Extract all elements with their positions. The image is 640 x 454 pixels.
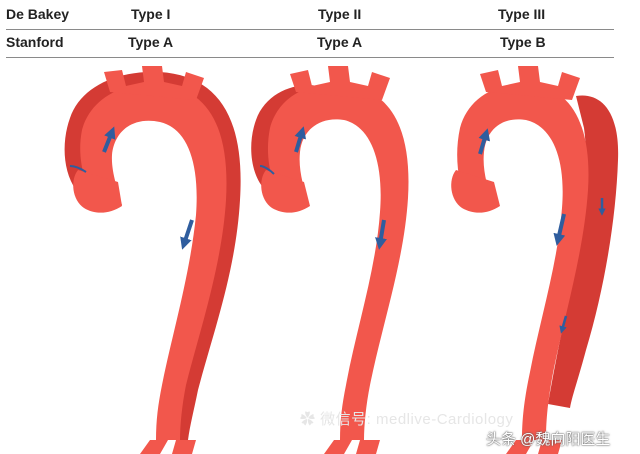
flow-arrow-root-2: [259, 165, 275, 175]
flow-arrow-down-2: [375, 219, 387, 250]
aorta-type-2: [251, 66, 409, 454]
aorta-lumen-1: [80, 83, 227, 440]
header-divider-2: [6, 57, 614, 58]
flow-arrow-false-lumen-3b: [559, 315, 568, 334]
false-lumen-1: [64, 71, 241, 440]
aorta-lumen-3: [457, 83, 589, 440]
flow-arrow-down-1: [180, 219, 194, 250]
flow-arrow-up-3: [478, 128, 491, 155]
debakey-type-1: Type I: [131, 6, 171, 22]
debakey-label: De Bakey: [6, 6, 70, 22]
aortic-root-3: [451, 170, 500, 213]
stanford-label: Stanford: [6, 34, 64, 50]
debakey-type-2: Type II: [318, 6, 362, 22]
aorta-type-1: [64, 66, 241, 454]
branch-vessels-2: [290, 66, 390, 100]
aortic-root-2: [261, 170, 310, 213]
flow-arrow-root-1: [69, 165, 87, 173]
flow-arrow-up-2: [294, 126, 307, 153]
wechat-watermark: ✿ 微信号: medlive-Cardiology: [300, 411, 514, 428]
stanford-type-b: Type B: [500, 34, 546, 50]
wechat-icon: ✿: [300, 411, 321, 428]
aortic-root-1: [73, 170, 122, 213]
flow-arrow-down-3: [553, 213, 566, 246]
stanford-type-a-2: Type A: [317, 34, 363, 50]
iliac-branch-1: [140, 440, 196, 454]
iliac-branch-2: [324, 440, 380, 454]
stanford-type-a-1: Type A: [128, 34, 174, 50]
flow-arrow-up-1: [102, 126, 116, 153]
iliac-branch-3: [506, 440, 562, 454]
debakey-type-3: Type III: [498, 6, 546, 22]
aorta-type-3: [451, 66, 619, 454]
branch-vessels-3: [480, 66, 580, 100]
header-divider-1: [6, 29, 614, 30]
branch-vessels-1: [104, 66, 204, 100]
toutiao-watermark: 头条 @魏向阳医生: [486, 431, 611, 448]
aorta-lumen-2: [267, 83, 409, 440]
